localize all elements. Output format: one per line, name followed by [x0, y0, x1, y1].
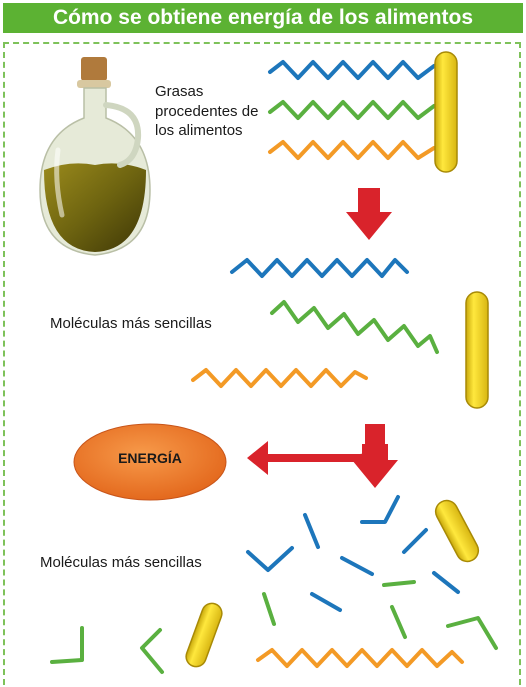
- fatty-chain-orange: [191, 368, 368, 388]
- energy-label: ENERGÍA: [118, 450, 182, 466]
- fatty-chain-blue: [230, 258, 409, 278]
- fats-label: Grasas procedentes de los alimentos: [155, 83, 259, 139]
- fatty-chain-blue: [268, 60, 436, 80]
- glycerol-bar: [434, 499, 480, 563]
- down-arrow-icon: [346, 188, 392, 240]
- fatty-chain-green: [270, 300, 439, 354]
- molecule-fragments: [50, 495, 498, 674]
- fatty-chain-green: [268, 100, 436, 120]
- energy-ellipse: [73, 423, 227, 501]
- curved-arrow-icon: [247, 424, 398, 488]
- simpler-molecules-label-2: Moléculas más sencillas: [40, 554, 202, 571]
- glycerol-bar: [465, 291, 489, 409]
- fat-molecule: [268, 51, 458, 173]
- simpler-molecules-label: Moléculas más sencillas: [50, 315, 212, 332]
- glycerol-bar: [434, 51, 458, 173]
- separated-molecules: [191, 258, 489, 409]
- oil-bottle-icon: [39, 57, 151, 256]
- page-title: Cómo se obtiene energía de los alimentos: [52, 6, 474, 29]
- diagram-frame: [3, 42, 521, 685]
- title-bar: Cómo se obtiene energía de los alimentos: [3, 3, 523, 33]
- glycerol-bar: [185, 602, 223, 668]
- fatty-chain-orange: [268, 140, 436, 160]
